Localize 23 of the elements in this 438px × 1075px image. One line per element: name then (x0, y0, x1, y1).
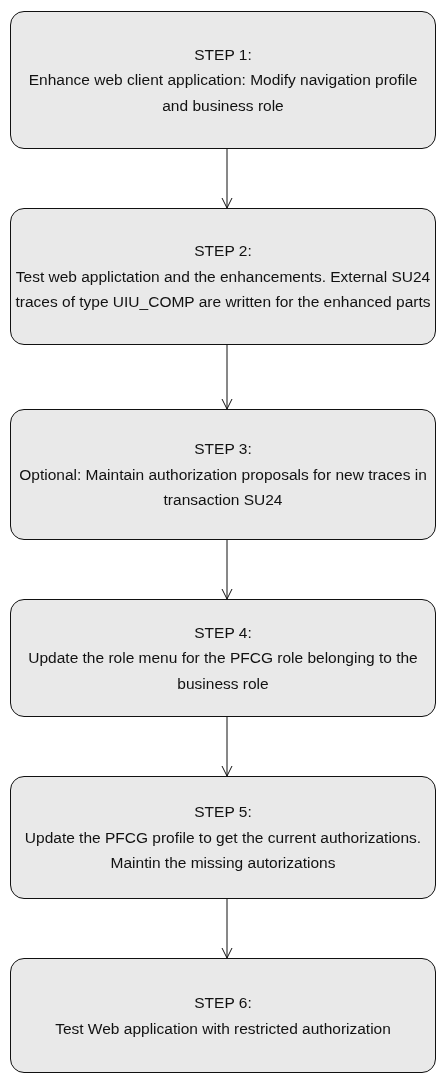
step-description: Update the PFCG profile to get the current authorizations. Maintin the missing autorizations (23, 827, 423, 874)
arrow (221, 148, 233, 209)
arrow (221, 716, 233, 777)
arrow (221, 898, 233, 959)
step-heading: STEP 4: (194, 622, 252, 643)
process-box (10, 599, 436, 717)
arrow (221, 344, 233, 410)
step-heading: STEP 2: (194, 241, 252, 262)
step-heading: STEP 6: (194, 993, 252, 1013)
step-description: Enhance web client application: Modify navigation profile and business role (27, 70, 419, 116)
step-description: Test web applictation and the enhancements. External SU24 traces of type UIU_COMP are written for the enhanced parts (15, 266, 431, 313)
step-heading: STEP 5: (194, 802, 252, 823)
process-box (10, 958, 436, 1073)
step-heading: STEP 3: (194, 439, 252, 460)
arrow (221, 539, 233, 600)
step-heading: STEP 1: (194, 44, 252, 65)
process-box (10, 409, 436, 540)
step-description: Test Web application with restricted authorization (55, 1018, 391, 1039)
step-description: Update the role menu for the PFCG role belonging to the business role (27, 648, 419, 694)
process-box (10, 776, 436, 899)
process-box (10, 208, 436, 345)
process-box (10, 11, 436, 149)
step-description: Optional: Maintain authorization proposals for new traces in transaction SU24 (18, 464, 428, 511)
